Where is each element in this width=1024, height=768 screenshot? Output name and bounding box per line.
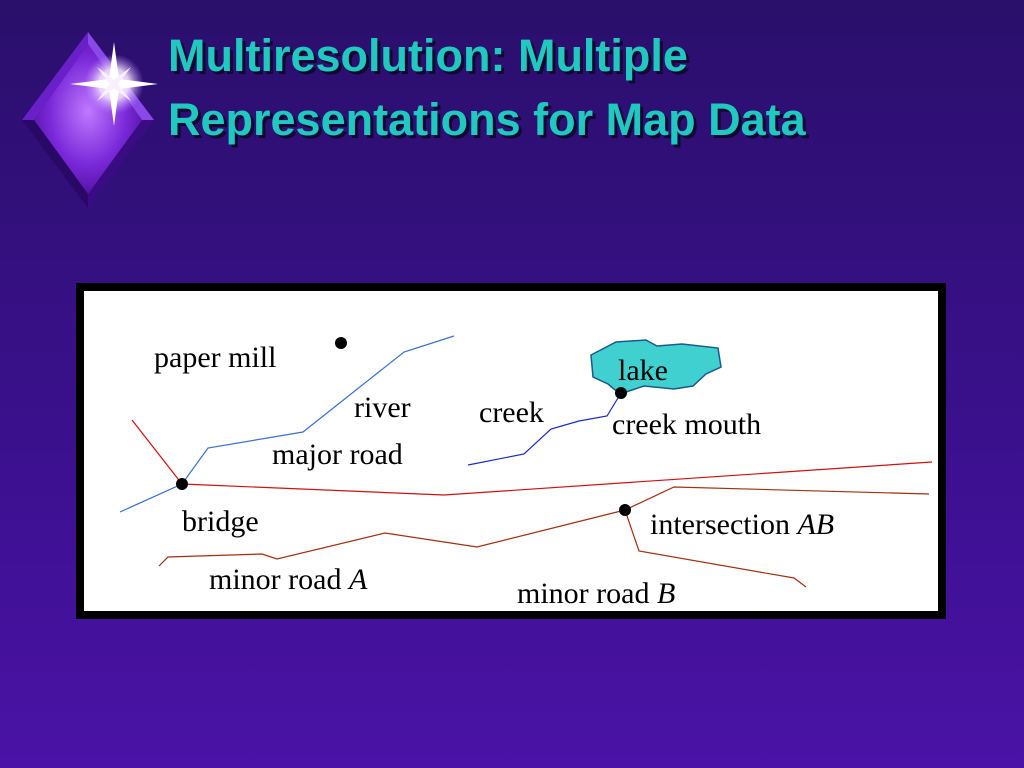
slide-title: Multiresolution: Multiple Representation… bbox=[168, 24, 1008, 152]
intersection-label-text: intersection bbox=[650, 508, 790, 541]
intersection-ab-spur-line bbox=[624, 486, 930, 511]
slide-title-line-2: Representations for Map Data bbox=[168, 94, 806, 145]
river-line bbox=[119, 335, 455, 513]
creek-line bbox=[467, 392, 622, 466]
map-panel: paper mill river major road bridge creek… bbox=[76, 283, 946, 619]
paper-mill-point bbox=[335, 337, 347, 349]
minor-road-b-label: minor road B bbox=[517, 577, 675, 610]
river-label: river bbox=[354, 391, 411, 424]
lake-label: lake bbox=[618, 354, 668, 387]
paper-mill-label: paper mill bbox=[154, 341, 276, 374]
minor-road-b-label-suffix: B bbox=[657, 577, 675, 610]
creek-label: creek bbox=[479, 396, 544, 429]
slide-title-line-1: Multiresolution: Multiple bbox=[168, 30, 688, 81]
creek-mouth-point bbox=[615, 387, 627, 399]
diamond-star-logo-icon bbox=[22, 32, 158, 208]
intersection-label-suffix: AB bbox=[795, 508, 834, 541]
minor-road-a-label: minor road A bbox=[209, 563, 368, 596]
intersection-ab-point bbox=[619, 504, 631, 516]
major-road-label: major road bbox=[272, 438, 403, 471]
bridge-label: bridge bbox=[182, 505, 259, 538]
major-road-line bbox=[131, 419, 933, 496]
minor-road-a-label-suffix: A bbox=[347, 563, 368, 596]
minor-road-a-line bbox=[158, 509, 626, 567]
intersection-ab-label: intersection AB bbox=[650, 508, 834, 541]
lake-shape bbox=[590, 339, 722, 395]
minor-road-b-line bbox=[624, 509, 807, 588]
minor-road-b-label-text: minor road bbox=[517, 577, 649, 610]
minor-road-a-label-text: minor road bbox=[209, 563, 341, 596]
map-diagram: paper mill river major road bridge creek… bbox=[84, 291, 938, 611]
creek-mouth-label: creek mouth bbox=[612, 408, 761, 441]
bridge-point bbox=[176, 478, 188, 490]
